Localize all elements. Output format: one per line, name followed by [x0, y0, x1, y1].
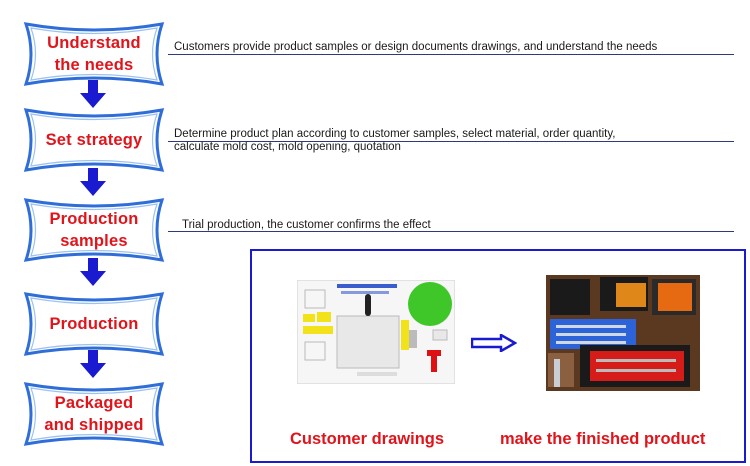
showcase-panel — [250, 249, 746, 463]
step-understand-the-needs: Understand the needs — [20, 20, 168, 88]
finished-product-image — [546, 275, 700, 391]
step-frame — [23, 22, 165, 86]
step-production-samples: Production samples — [20, 196, 168, 264]
step-label: Understand the needs — [47, 34, 141, 74]
description-rule — [168, 231, 734, 232]
arrow-right-icon — [471, 334, 517, 352]
step-production: Production — [20, 290, 168, 358]
arrow-down-icon — [80, 258, 106, 286]
description-rule — [168, 54, 734, 55]
caption-finished-product: make the finished product — [500, 430, 706, 448]
step-label: Production samples — [49, 210, 139, 250]
arrow-down-icon — [80, 168, 106, 196]
step-frame — [23, 292, 165, 356]
caption-customer-drawings: Customer drawings — [290, 430, 445, 448]
step-packaged-and-shipped: Packaged and shipped — [20, 380, 168, 448]
step-label: Packaged and shipped — [44, 394, 144, 434]
step-description: Determine product plan according to cust… — [174, 128, 616, 153]
step-frame — [23, 382, 165, 446]
description-rule — [168, 141, 734, 142]
step-set-strategy: Set strategy — [20, 106, 168, 174]
arrow-down-icon — [80, 80, 106, 108]
arrow-down-icon — [80, 350, 106, 378]
step-label: Production — [49, 315, 139, 333]
step-description: Customers provide product samples or des… — [174, 41, 658, 53]
step-label: Set strategy — [45, 131, 143, 149]
step-frame — [23, 108, 165, 172]
customer-drawing-image — [297, 280, 455, 384]
step-description: Trial production, the customer confirms … — [182, 219, 431, 231]
step-frame — [23, 198, 165, 262]
